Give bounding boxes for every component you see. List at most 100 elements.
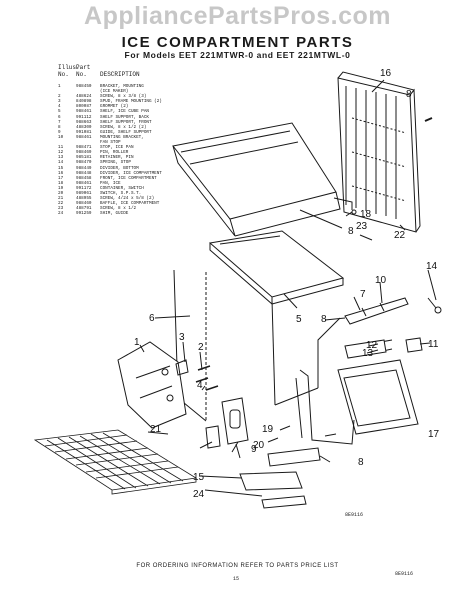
part-number: 988470: [76, 160, 92, 166]
part-illus-no: 5: [58, 109, 61, 115]
part-illus-no: 22: [58, 201, 64, 207]
parts-row: 9 991081 GUIDE, SHELF SUPPORT: [58, 130, 208, 135]
part-description: GROMMET (2): [100, 104, 129, 110]
part-description: SCREW, 8 x 1/2: [100, 206, 137, 212]
callout-label: 2: [198, 342, 204, 353]
parts-table-header: Illus. Part No. No. DESCRIPTION: [58, 64, 208, 78]
part-description: GUIDE, SHELF SUPPORT: [100, 129, 152, 135]
part-illus-no: 16: [58, 170, 64, 176]
page-number: 15: [233, 576, 240, 582]
part-illus-no: 17: [58, 175, 64, 181]
part-illus-no: 2: [58, 94, 61, 100]
callout-label: 8: [321, 314, 327, 325]
part-illus-no: 20: [58, 190, 64, 196]
callout-label: 7: [360, 289, 366, 300]
part-description: PAN, ICE: [100, 180, 121, 186]
callout-label: 8: [406, 89, 412, 100]
part-number: 488955: [76, 196, 92, 202]
part-illus-no: 6: [58, 114, 61, 120]
part-number: 488300: [76, 124, 92, 130]
part-illus-no: 10: [58, 134, 64, 140]
callout-label: 24: [193, 489, 205, 500]
ice-cube-shelf: [208, 230, 345, 306]
part-illus-no: 13: [58, 155, 64, 161]
part-description: SCREW, 8 x 1/2 (2): [100, 124, 147, 130]
part-description: SHELF SUPPORT, BACK: [100, 114, 149, 120]
header-no: No.: [58, 71, 69, 78]
callout-label: 13: [362, 348, 374, 359]
parts-row: 8 488300 SCREW, 8 x 1/2 (2): [58, 125, 208, 130]
part-number: 988460: [76, 201, 92, 207]
callout-label: 18: [360, 209, 372, 220]
figure-number: 8E9116: [345, 512, 364, 518]
parts-row: 19 991172 CONTAINER, SWITCH: [58, 186, 208, 191]
part-illus-no: 14: [58, 160, 64, 166]
part-number: 988461: [76, 109, 92, 115]
part-illus-no: 9: [58, 129, 61, 135]
part-number: 988458: [76, 175, 92, 181]
part-description: SHELF, ICE CUBE PAN: [100, 109, 149, 115]
part-number: 988448: [76, 170, 92, 176]
part-number: 488624: [76, 94, 92, 100]
callout-label: 21: [150, 424, 162, 435]
part-number: 991172: [76, 185, 92, 191]
part-description: STOP, ICE PAN: [100, 145, 134, 151]
mounting-bracket: [117, 341, 187, 429]
part-number: 988461: [76, 180, 92, 186]
part-illus-no: 11: [58, 145, 64, 151]
part-illus-no: 19: [58, 185, 64, 191]
watermark: AppliancePartsPros.com: [84, 2, 391, 30]
part-number: 989061: [76, 190, 92, 196]
parts-row: 18 988461 PAN, ICE: [58, 181, 208, 186]
part-description: DIVIDER, BOTTOM: [100, 165, 139, 171]
header-illus: Illus.: [58, 64, 80, 71]
callout-label: 15: [193, 472, 205, 483]
part-number: 991259: [76, 211, 92, 217]
part-description: CONTAINER, SWITCH: [100, 185, 144, 191]
ordering-info-footer: FOR ORDERING INFORMATION REFER TO PARTS …: [136, 563, 339, 569]
callout-label: 16: [380, 68, 392, 79]
callout-label: 17: [428, 429, 440, 440]
part-illus-no: 18: [58, 180, 64, 186]
corner-code: 8E9116: [395, 571, 414, 577]
part-illus-no: 8: [58, 124, 61, 130]
part-illus-no: 7: [58, 119, 61, 125]
part-description: PIN, ROLLER: [100, 150, 129, 156]
part-illus-no: 1: [58, 84, 61, 89]
callout-label: 6: [149, 313, 155, 324]
part-description: RETAINER, PIN: [100, 155, 134, 161]
part-description: SHELF SUPPORT, FRONT: [100, 119, 152, 125]
part-description: BAFFLE, ICE COMPARTMENT: [100, 201, 160, 207]
part-description: SWITCH, S.P.S.T.: [100, 190, 142, 196]
header-part-no: No.: [76, 71, 87, 78]
part-number: 840898: [76, 99, 92, 105]
callout-label: 1: [134, 337, 140, 348]
part-description: SPUD, FRAME MOUNTING (2): [100, 99, 162, 105]
callout-label: 12: [366, 340, 378, 351]
parts-row: 5 988461 SHELF, ICE CUBE PAN: [58, 109, 208, 114]
callout-label: 4: [197, 380, 203, 391]
front-panel: [337, 339, 419, 435]
part-number: 988450: [76, 84, 92, 89]
callout-label: 19: [262, 424, 274, 435]
callout-label: 9: [251, 444, 257, 455]
part-number: 991081: [76, 129, 92, 135]
part-illus-no: 12: [58, 150, 64, 156]
